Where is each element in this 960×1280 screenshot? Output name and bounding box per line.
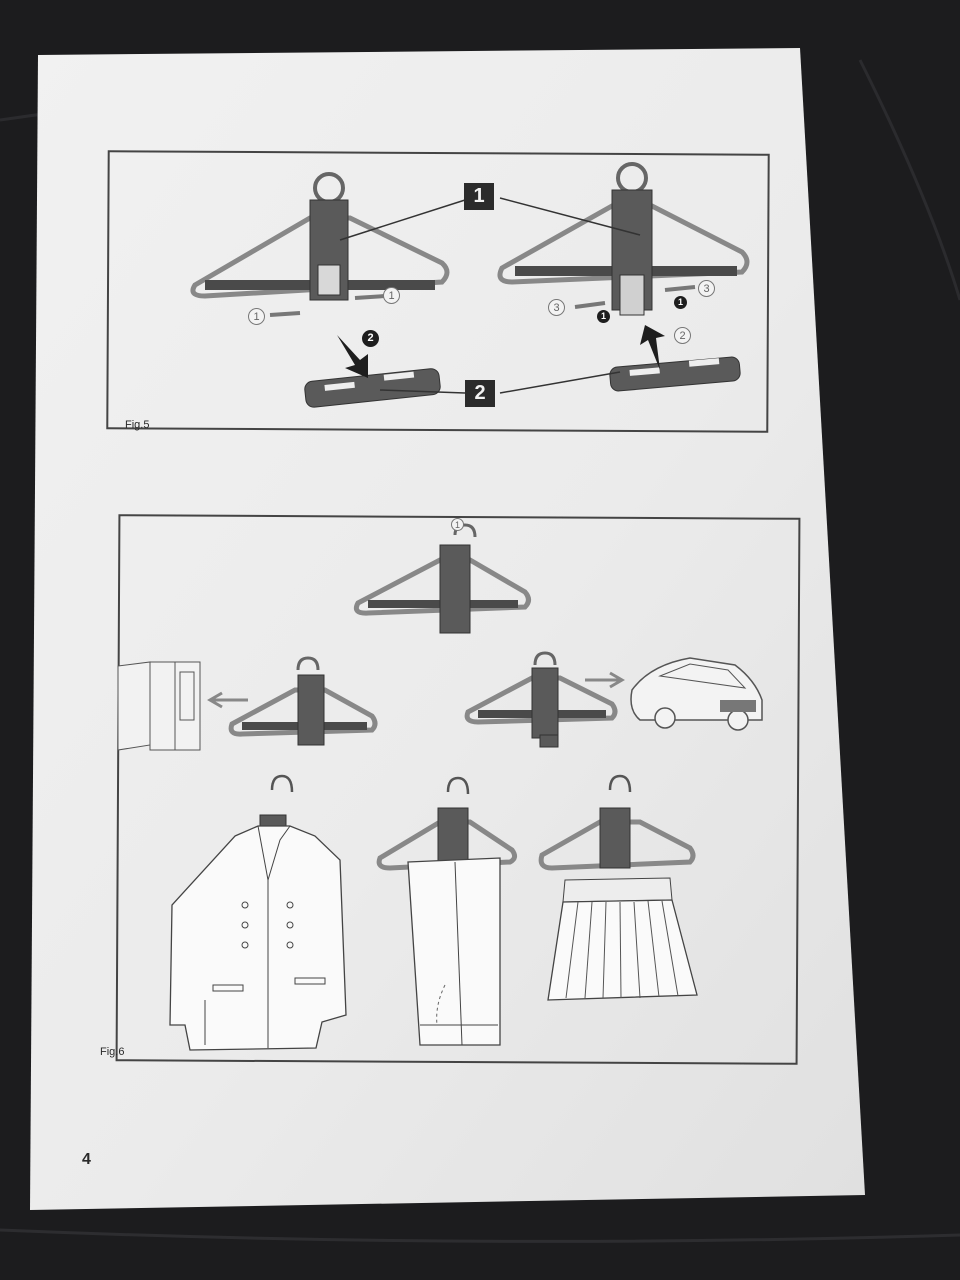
step-marker: 1 <box>597 310 610 323</box>
hanger-icon <box>353 523 531 634</box>
hanger-icon <box>497 162 750 316</box>
bar-part-right <box>609 356 741 392</box>
step-marker: 2 <box>362 330 379 347</box>
callout-box-2: 2 <box>465 380 495 407</box>
step-marker: 1 <box>674 296 687 309</box>
fig5-frame <box>106 150 770 433</box>
figure-label: Fig.5 <box>125 419 150 431</box>
step-marker: 1 <box>248 308 265 325</box>
fig6-frame <box>115 514 801 1065</box>
jacket-icon <box>169 774 347 1051</box>
bar-part-left <box>304 368 441 408</box>
page-number: 4 <box>82 1151 91 1168</box>
skirt-icon <box>538 774 698 1001</box>
wardrobe-icon <box>117 661 201 751</box>
step-marker: 3 <box>698 280 715 297</box>
arrow-icon <box>269 285 696 378</box>
step-marker: 3 <box>548 299 565 316</box>
step-marker: 1 <box>383 287 400 304</box>
arrow-icon <box>585 671 625 689</box>
hanger-icon <box>228 656 378 746</box>
callout-box-1: 1 <box>464 183 494 210</box>
arrow-icon <box>207 691 248 709</box>
step-marker: 1 <box>451 518 464 531</box>
car-icon <box>630 657 763 731</box>
figure-label: Fig.6 <box>100 1046 125 1058</box>
hanger-icon <box>190 172 450 301</box>
step-marker: 2 <box>674 327 691 344</box>
hanger-icon <box>464 651 618 748</box>
trousers-icon <box>376 776 518 1046</box>
